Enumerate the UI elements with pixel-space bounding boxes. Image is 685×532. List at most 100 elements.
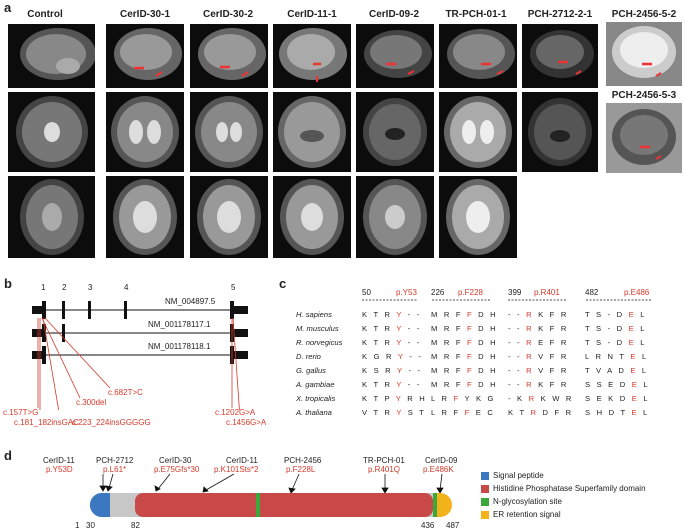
callout-family-7: CerID-09	[425, 456, 458, 465]
residue: R	[384, 324, 393, 333]
transcript-label-1: NM_004897.5	[165, 297, 216, 306]
residue: -	[416, 324, 422, 333]
alignment-segment: S E K D E L	[585, 394, 650, 403]
residue: T	[585, 324, 592, 333]
residue: V	[596, 366, 604, 375]
residue: K	[362, 394, 370, 403]
mutation-label-f228: p.F228	[458, 288, 483, 297]
residue: L	[640, 338, 647, 347]
residue: R	[526, 324, 534, 333]
mri-axial-cerid-30-1	[106, 176, 184, 258]
residue: M	[431, 352, 440, 361]
residue: R	[526, 338, 534, 347]
residue: K	[362, 352, 370, 361]
residue: L	[585, 352, 592, 361]
col-label-cerid-09-2: CerID-09-2	[368, 9, 420, 20]
callout-family-1: CerID-11	[43, 456, 75, 465]
residue: K	[362, 380, 370, 389]
mri-sagittal-pch-2456-5-2	[606, 22, 682, 86]
residue: R	[560, 366, 569, 375]
residue: R	[443, 380, 452, 389]
transcript-label-2: NM_001178117.1	[148, 320, 211, 329]
residue: H	[490, 380, 498, 389]
residue: S	[585, 408, 593, 417]
residue: F	[467, 352, 474, 361]
residue: G	[487, 394, 496, 403]
residue: R	[560, 352, 569, 361]
alignment-segment: K T R Y - -	[362, 380, 422, 389]
variant-c682: c.682T>C	[108, 388, 143, 397]
residue: -	[607, 310, 613, 319]
residue: K	[475, 394, 484, 403]
residue: F	[467, 338, 474, 347]
tick-82: 82	[131, 521, 140, 530]
residue: -	[416, 310, 422, 319]
residue: F	[549, 352, 557, 361]
callout-variant-4: p.K101Sts*2	[214, 465, 259, 474]
residue: H	[490, 310, 498, 319]
residue: P	[384, 394, 392, 403]
residue: D	[478, 310, 486, 319]
residue: L	[643, 394, 650, 403]
transcript-label-3: NM_001178118.1	[148, 342, 211, 351]
residue: T	[373, 380, 381, 389]
residue: F	[453, 394, 461, 403]
residue: T	[419, 408, 427, 417]
residue: Y	[396, 324, 404, 333]
mri-coronal-cerid-30-2	[190, 92, 268, 172]
mri-sagittal-pch-2712-2-1	[522, 24, 598, 88]
variant-c223: c.223_224insGGGGG	[72, 418, 151, 427]
alignment-segment: K S R Y - -	[362, 366, 422, 375]
species-label: X. tropicalis	[296, 394, 336, 403]
residue: R	[530, 408, 539, 417]
residue: D	[618, 366, 627, 375]
residue: F	[455, 324, 463, 333]
species-label: H. sapiens	[296, 310, 332, 319]
residue: H	[596, 408, 605, 417]
mri-sagittal-cerid-11-1	[273, 24, 351, 88]
position-226: 226	[431, 288, 445, 297]
alignment-header-dashes	[362, 299, 652, 301]
alignment-segment: M R F F D H	[431, 380, 498, 389]
panel-d-letter: d	[4, 448, 12, 463]
residue: R	[407, 394, 415, 403]
alignment-segment: S S E D E L	[585, 380, 650, 389]
residue: -	[517, 366, 522, 375]
residue: R	[560, 380, 569, 389]
residue: -	[508, 366, 513, 375]
residue: D	[616, 310, 625, 319]
residue: H	[490, 338, 498, 347]
exon-number-3: 3	[88, 283, 93, 292]
residue: E	[628, 338, 636, 347]
residue: R	[441, 408, 450, 417]
residue: -	[517, 380, 522, 389]
residue: L	[641, 366, 649, 375]
alignment-segment: L R F F E C	[431, 408, 495, 417]
residue: Y	[397, 366, 405, 375]
gene-structure-diagram	[32, 301, 248, 410]
variant-c1202: c.1202G>A	[215, 408, 256, 417]
variant-c300: c.300del	[76, 398, 107, 407]
residue: K	[362, 310, 370, 319]
residue: -	[508, 338, 513, 347]
residue: V	[538, 366, 546, 375]
residue: V	[538, 352, 546, 361]
residue: R	[565, 408, 574, 417]
residue: R	[384, 380, 393, 389]
residue: K	[538, 310, 546, 319]
position-482: 482	[585, 288, 599, 297]
residue: L	[640, 310, 647, 319]
residue: -	[508, 310, 513, 319]
alignment-segment: T S - D E L	[585, 338, 647, 347]
mri-coronal-tr-pch-01-1	[439, 92, 517, 172]
protein-domain-diagram	[90, 473, 452, 517]
variant-c157: c.157T>G	[3, 408, 39, 417]
residue: D	[616, 324, 625, 333]
residue: -	[407, 324, 413, 333]
residue: T	[519, 408, 527, 417]
mri-axial-cerid-30-2	[190, 176, 268, 258]
residue: R	[560, 310, 569, 319]
residue: -	[409, 352, 415, 361]
residue: -	[508, 352, 513, 361]
residue: -	[407, 338, 413, 347]
